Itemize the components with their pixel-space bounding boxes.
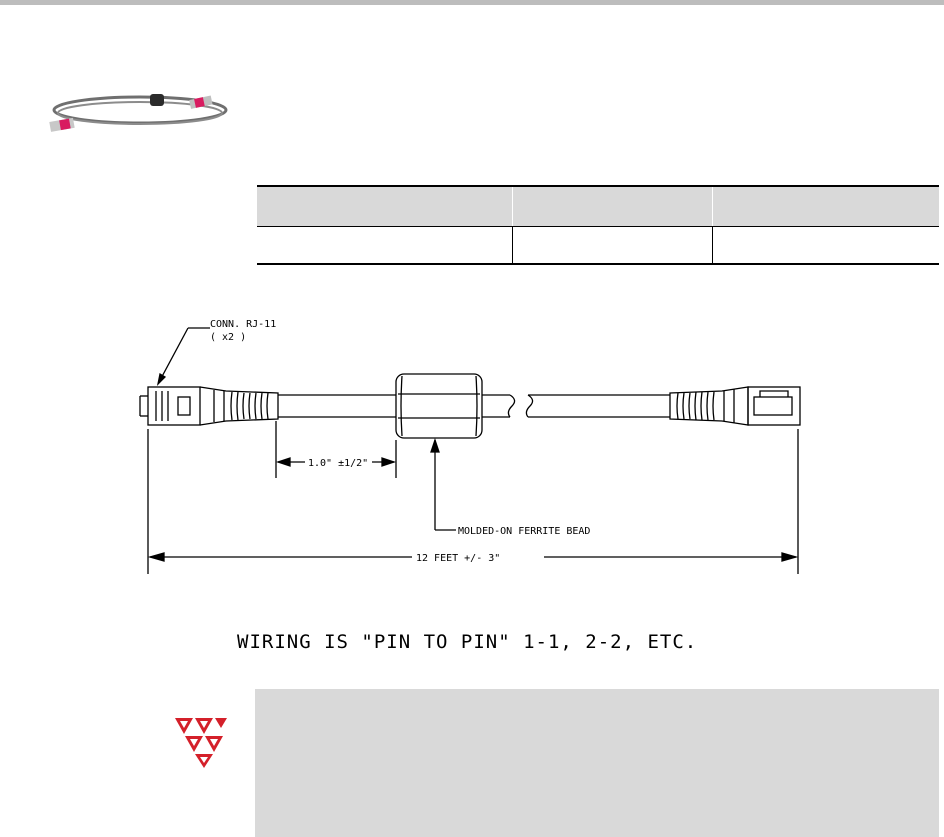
spec-table (257, 185, 939, 265)
cable-length-label: 12 FEET +/- 3" (416, 553, 500, 564)
wiring-note: WIRING IS "PIN TO PIN" 1-1, 2-2, ETC. (237, 631, 698, 653)
table-cell (257, 226, 512, 265)
table-row (257, 226, 939, 265)
note-box (255, 689, 939, 837)
left-connector-icon (139, 386, 279, 426)
connector-count-label: ( x2 ) (210, 332, 246, 343)
spec-table-header (511, 185, 712, 227)
right-connector-icon (669, 386, 801, 426)
cable-photo-image (49, 94, 228, 132)
page-top-rule (0, 0, 944, 5)
ferrite-bead-label: MOLDED-ON FERRITE BEAD (458, 526, 590, 537)
table-cell (511, 226, 712, 265)
spec-table-header (711, 185, 939, 227)
connector-label: CONN. RJ-11 (210, 319, 276, 330)
ferrite-bead-icon (395, 373, 483, 439)
spec-table-header (257, 185, 512, 227)
bead-offset-label: 1.0" ±1/2" (308, 458, 368, 469)
spec-table-header-row (257, 185, 939, 227)
polycom-logo-icon (175, 718, 227, 768)
cable-technical-drawing: CONN. RJ-11 ( x2 ) 1.0" ±1/2" MOLDED-ON … (139, 319, 801, 574)
table-cell (711, 226, 939, 265)
